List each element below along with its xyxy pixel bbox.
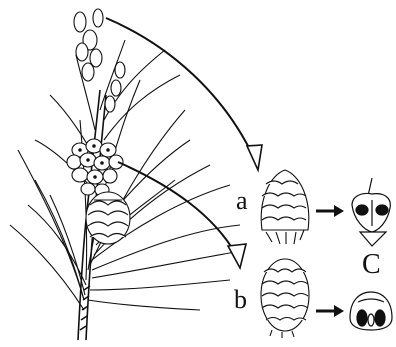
arrow-to-a — [106, 18, 262, 170]
arrow-b-to-detail — [316, 305, 344, 317]
label-b: b — [234, 287, 247, 313]
arrow-a-to-c — [316, 205, 344, 217]
seed-cone-on-branch — [86, 192, 130, 244]
label-c: C — [362, 251, 381, 279]
scale-detail-b — [350, 292, 392, 330]
cone-a — [261, 170, 309, 244]
cone-scale-c — [352, 178, 390, 246]
label-a: a — [236, 188, 248, 214]
pollen-cone-cluster — [67, 139, 123, 196]
pine-needles — [10, 40, 240, 310]
cone-b — [261, 259, 309, 338]
